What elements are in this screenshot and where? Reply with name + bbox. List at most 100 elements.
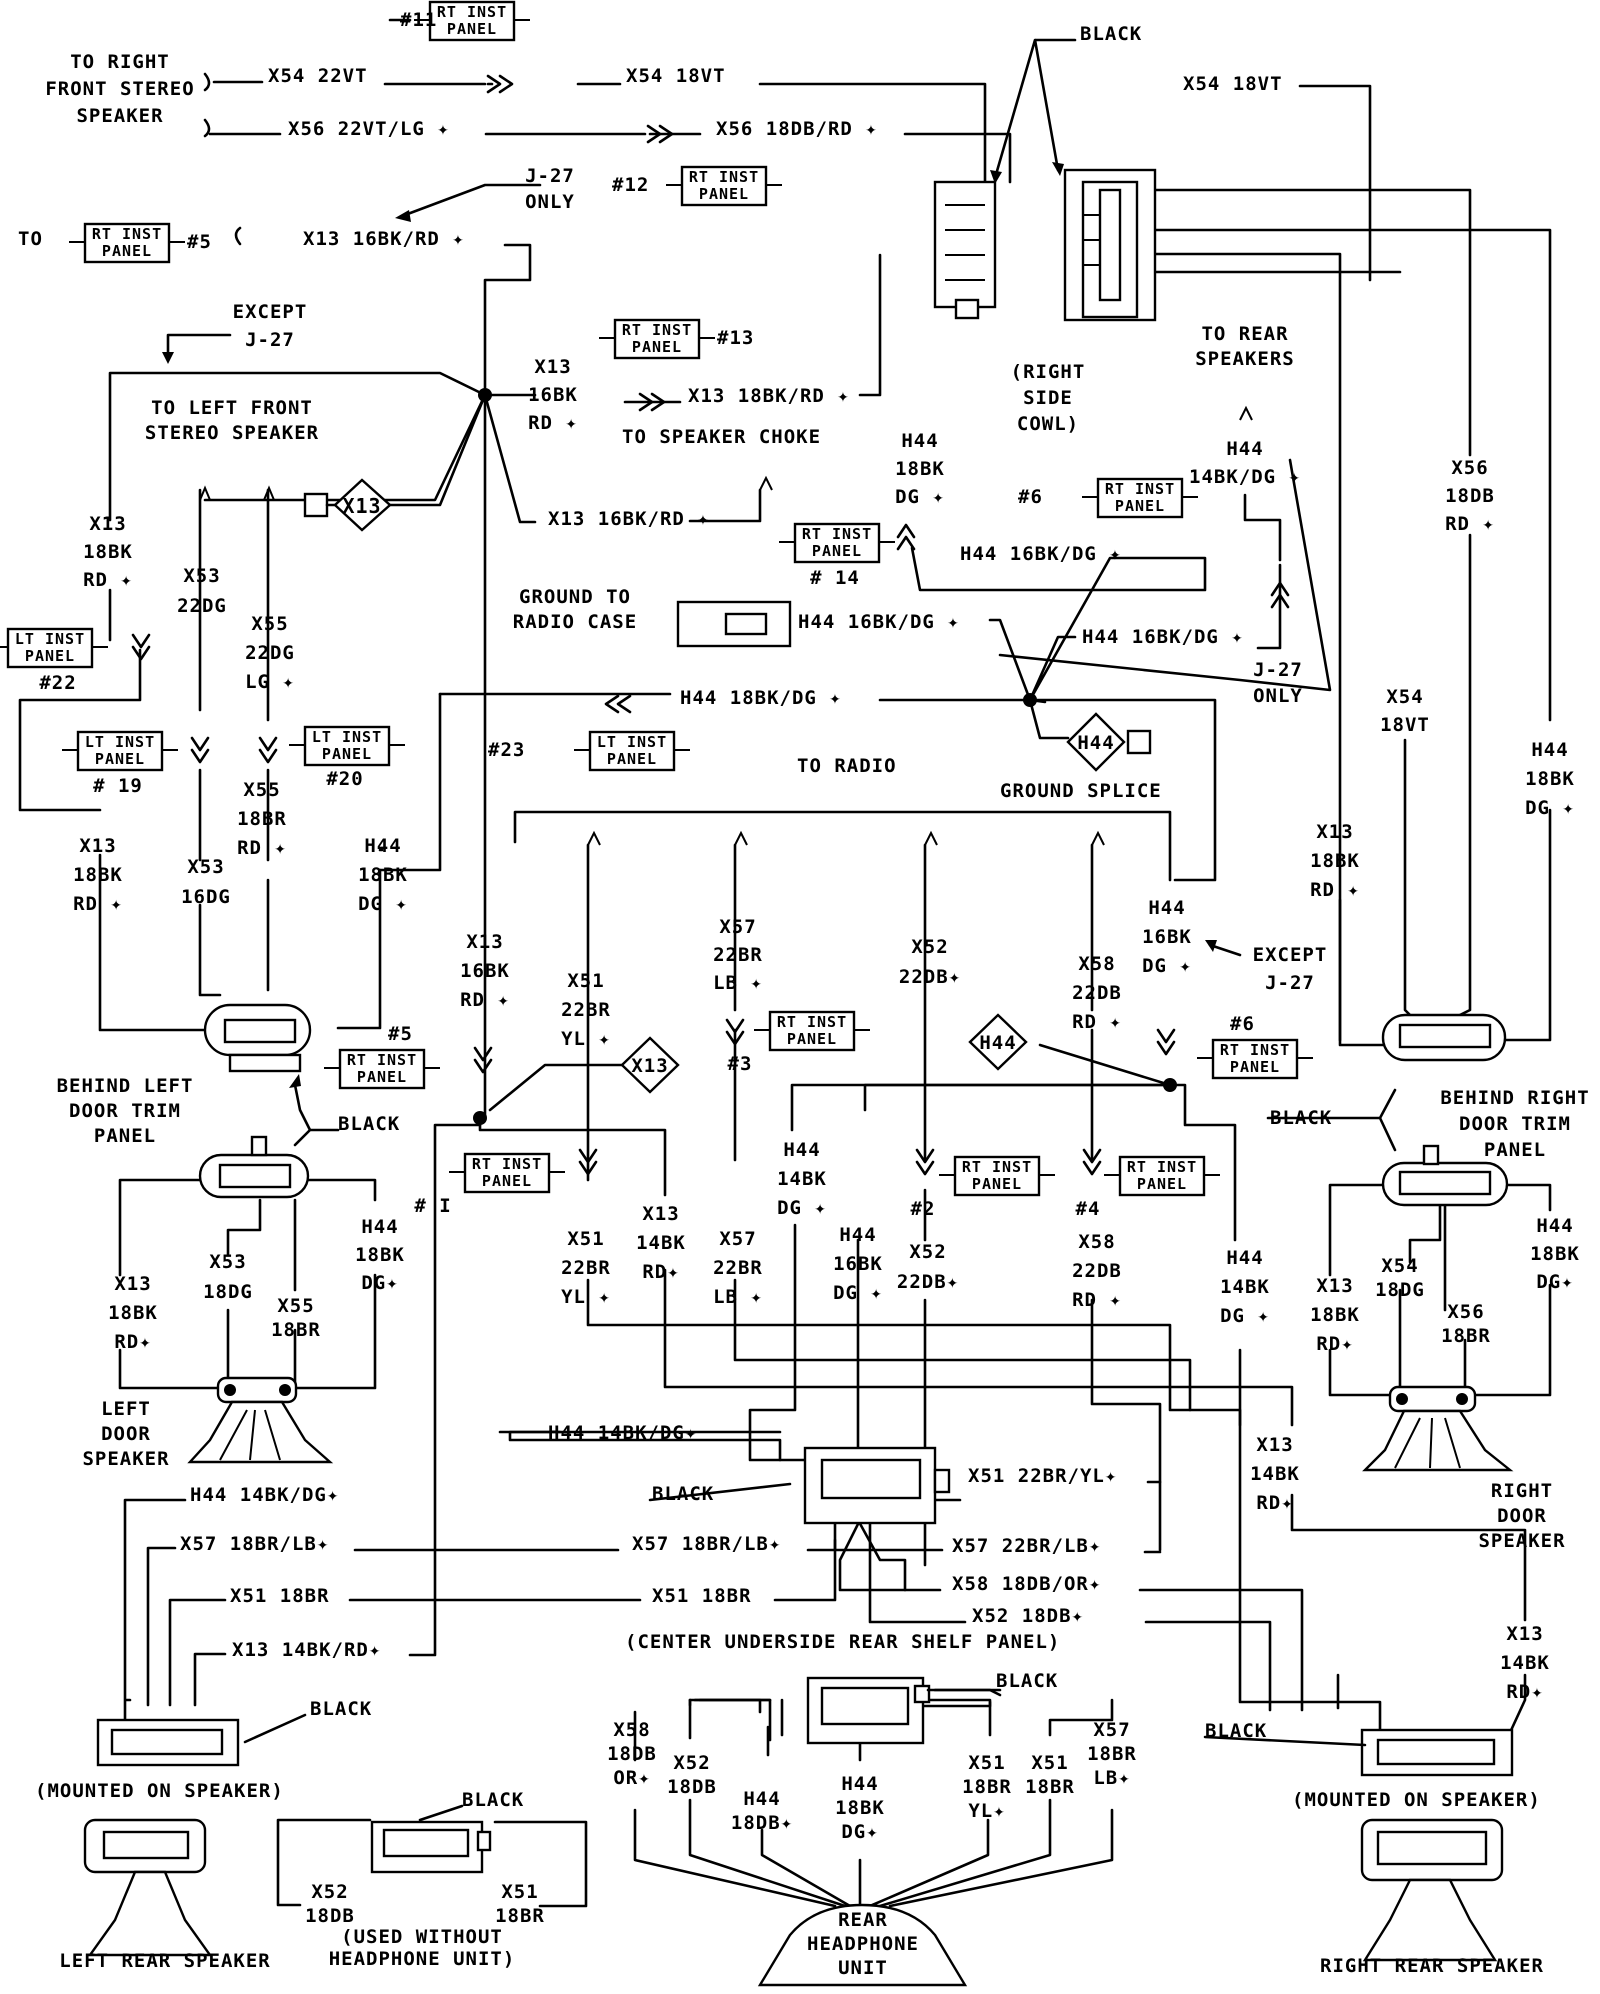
wire-label-l54: 16BK (833, 1253, 883, 1275)
panel-tag-text: PANEL (812, 542, 862, 560)
panel-tag-text: RT INST (472, 1155, 542, 1173)
wire-label-l73: X51 22BR/YL✦ (968, 1465, 1117, 1487)
x13-diamond-mid: X13 (488, 1036, 680, 1112)
panel-tag-text: PANEL (482, 1172, 532, 1190)
wire-label-l76: X57 18BR/LB✦ (180, 1533, 329, 1555)
wire-label-l66: X54 (1381, 1255, 1418, 1277)
wire-label-l47: #5 (388, 1023, 413, 1045)
wire-label-l13: (RIGHT (1011, 361, 1086, 383)
wire-label-l5: X56 18DB/RD ✦ (716, 118, 878, 140)
wire-label-l44: 16BK (460, 960, 510, 982)
wire-label-l49: PANEL (94, 1125, 156, 1147)
wire-label-l14: RD ✦ (528, 412, 578, 434)
wire-label-l59: 22BR (713, 1257, 763, 1279)
wire-label-l72: RD✦ (1256, 1492, 1293, 1514)
wire-label-l39: H44 (364, 835, 401, 857)
wire-label-l37: RD ✦ (73, 893, 123, 915)
wire-label-l42: 22BR (713, 944, 763, 966)
wire-label-l22: X13 (89, 513, 126, 535)
wire-label-l94: X57 (1093, 1719, 1130, 1741)
right-side-cowl-connectors (933, 168, 1157, 322)
wire-label-l32: H44 (1531, 739, 1568, 761)
wire-label-l35: X55 (243, 779, 280, 801)
panel-tag-text: RT INST (92, 225, 162, 243)
wire-label-l4: X56 22VT/LG ✦ (288, 118, 450, 140)
panel-tag-number: # 19 (93, 775, 143, 797)
wire-label-l45: X51 (567, 970, 604, 992)
radio-case-ground (676, 600, 792, 648)
panel-tag-number: #22 (39, 672, 76, 694)
wire-label-l32: 18BK (1525, 768, 1575, 790)
wire-label-l67: 18BK (1310, 1304, 1360, 1326)
wire-label-l35: 18BR (237, 808, 287, 830)
wire-label-l34: GROUND SPLICE (1000, 780, 1162, 802)
wire-label-l22: RD ✦ (83, 569, 133, 591)
wire-label-l56: X58 (1078, 1231, 1115, 1253)
wire-label-l100: X51 (501, 1881, 538, 1903)
wire-label-l27: X55 (251, 613, 288, 635)
wire-label-l51: BEHIND RIGHT (1440, 1087, 1589, 1109)
svg-text:H44: H44 (1077, 732, 1114, 754)
wire-label-l95: BLACK (1205, 1720, 1267, 1742)
wire-label-l27: 22DG (245, 642, 295, 664)
wire-label-l86: BLACK (996, 1670, 1058, 1692)
wire-label-l45: YL ✦ (561, 1028, 611, 1050)
wire-label-l23: H44 16BK/DG ✦ (960, 543, 1122, 565)
wire-label-l104: RIGHT REAR SPEAKER (1320, 1955, 1544, 1977)
wire-label-l58: YL ✦ (561, 1286, 611, 1308)
wire-label-l21: X13 16BK/RD ✦ (548, 508, 710, 530)
wire-label-l69: DOOR (101, 1423, 151, 1445)
wire-label-l7: X54 18VT (1183, 73, 1283, 95)
wire-label-l55: X52 (909, 1241, 946, 1263)
panel-tag-text: PANEL (447, 20, 497, 38)
wire-label-l103: LEFT REAR SPEAKER (59, 1950, 270, 1972)
wire-label-l35: RD ✦ (237, 837, 287, 859)
panel-tag-text: PANEL (102, 242, 152, 260)
panel-tag-number: #13 (717, 327, 754, 349)
wire-label-l70: RIGHT (1491, 1480, 1553, 1502)
wire-label-l10: X13 16BK/RD ✦ (303, 228, 465, 250)
wire-label-l19: H44 (1226, 438, 1263, 460)
wire-label-l39: 18BK (358, 864, 408, 886)
wire-label-l42: LB ✦ (713, 972, 763, 994)
wire-label-l29: ONLY (1253, 685, 1303, 707)
wire-label-l46: 22DB (1072, 982, 1122, 1004)
wire-label-l92: 18BR (962, 1776, 1012, 1798)
wire-label-l1: FRONT STEREO (45, 78, 194, 100)
wire-label-l59: X57 (719, 1228, 756, 1250)
x13-diamond-top: X13 (303, 398, 485, 532)
panel-tag-text: PANEL (357, 1068, 407, 1086)
splice-diamond-markers: X13 H44 X13 H44 (303, 398, 1152, 1112)
wire-label-l78: X57 22BR/LB✦ (952, 1535, 1101, 1557)
wire-label-l89: X52 (673, 1752, 710, 1774)
wire-label-l75: H44 14BK/DG✦ (190, 1484, 339, 1506)
wire-label-l38: X53 (187, 856, 224, 878)
wire-label-l61: 18DG (203, 1281, 253, 1303)
wire-label-l19: 14BK/DG ✦ (1189, 466, 1301, 488)
wire-label-l56: RD ✦ (1072, 1289, 1122, 1311)
wire-label-l90: H44 (743, 1788, 780, 1810)
wire-label-l89: 18DB (667, 1776, 717, 1798)
wire-label-l20: X56 (1451, 457, 1488, 479)
wire-label-l67: X13 (1316, 1275, 1353, 1297)
wire-label-l8: ONLY (525, 191, 575, 213)
panel-tag-number: # 14 (810, 567, 860, 589)
wire-label-l70: SPEAKER (1478, 1530, 1565, 1552)
wire-label-l81: X51 18BR (652, 1585, 752, 1607)
wire-label-l42: X57 (719, 916, 756, 938)
panel-tag-text: RT INST (437, 3, 507, 21)
panel-tag-text: RT INST (777, 1013, 847, 1031)
wire-label-l60: H44 (1226, 1247, 1263, 1269)
wire-label-l85: (CENTER UNDERSIDE REAR SHELF PANEL) (625, 1631, 1060, 1653)
wire-label-l9: TO (18, 228, 43, 250)
wire-label-l36: X13 (1316, 821, 1353, 843)
panel-tag-text: LT INST (85, 733, 155, 751)
right-door-speaker (1362, 1385, 1514, 1472)
